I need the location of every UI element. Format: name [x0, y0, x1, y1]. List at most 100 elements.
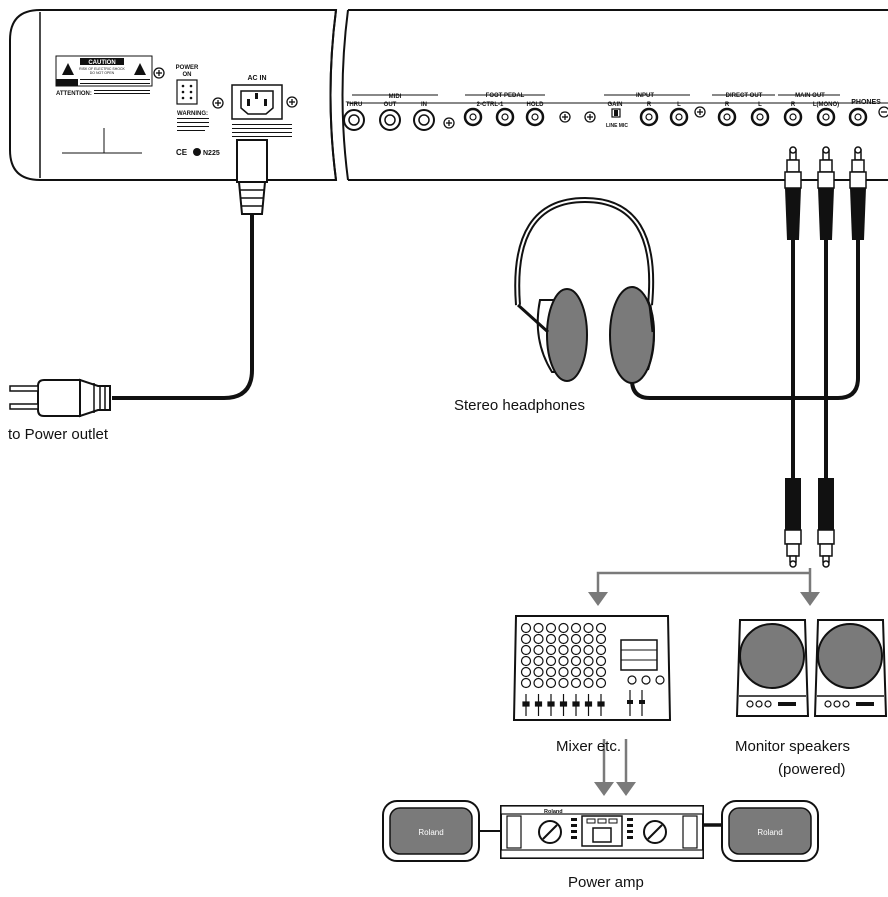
power-switch: POWER ON WARNING: CE N225: [176, 65, 224, 157]
foot-pedal-label: FOOT PEDAL: [486, 93, 525, 99]
mixer-fader-knob: [572, 701, 580, 707]
mixer-knob: [570, 644, 582, 656]
input-r-label: R: [647, 102, 652, 108]
mixer-knob: [520, 655, 532, 667]
midi-thru-label: THRU: [346, 102, 363, 108]
power-label-1: POWER: [176, 65, 199, 71]
mixer-knob: [545, 677, 557, 689]
mixer-knob: [545, 666, 557, 678]
mixer-fader-knob: [522, 701, 530, 707]
mixer-fader-knob: [547, 701, 555, 707]
mixer-knob: [533, 655, 544, 667]
mixer-knob: [558, 677, 569, 689]
ce-mark: CE: [176, 148, 188, 157]
power-outlet-label: to Power outlet: [8, 426, 109, 443]
mixer-knob: [520, 633, 532, 645]
caution-line2: DO NOT OPEN: [90, 71, 115, 75]
foot-hold-label: HOLD: [527, 102, 545, 108]
mixer-knob: [520, 666, 532, 678]
midi-in-label: IN: [421, 102, 427, 108]
mixer-knob: [558, 655, 569, 667]
midi-label: MIDI: [389, 94, 402, 100]
midi-out-label: OUT: [384, 102, 397, 108]
power-cord: [9, 139, 268, 418]
gain-label: GAIN: [608, 102, 623, 108]
mixer-knob: [595, 622, 607, 634]
caution-label: CAUTION RISK OF ELECTRIC SHOCK DO NOT OP…: [55, 55, 165, 154]
monitor-speaker-right: [813, 619, 888, 717]
mixer-fader-knob: [534, 701, 543, 707]
mixer-illustration: [512, 615, 672, 721]
mixer-knob: [583, 677, 594, 689]
mixer-knob: [533, 666, 544, 678]
attention-text: ATTENTION:: [56, 91, 92, 97]
mixer-knob: [570, 655, 582, 667]
headphones-label: Stereo headphones: [454, 397, 585, 414]
mixer-knob: [595, 655, 607, 667]
foot-pedal-jacks: FOOT PEDAL 2-CTRL-1 HOLD: [463, 93, 571, 127]
monitor-speakers-sublabel: (powered): [778, 761, 846, 778]
mixer-knob: [533, 622, 544, 634]
mixer-knob: [570, 677, 582, 689]
warning-text: WARNING:: [177, 111, 208, 117]
roland-logo-right: Roland: [757, 828, 782, 837]
n225-mark: N225: [203, 150, 220, 157]
power-label-2: ON: [183, 72, 192, 78]
line-mic-label: LINE MIC: [606, 123, 628, 129]
mixer-fader-knob: [584, 701, 593, 707]
mixer-knob: [558, 644, 569, 656]
mixer-knob: [545, 633, 557, 645]
monitor-speakers: [735, 619, 888, 717]
rear-panel: [9, 9, 888, 181]
direct-out-label: DIRECT OUT: [726, 93, 763, 99]
mixer-knob: [570, 666, 582, 678]
mixer-knob: [595, 666, 607, 678]
mixer-knob: [545, 655, 557, 667]
monitor-speaker-left: [735, 619, 810, 717]
mixer-knob: [520, 644, 532, 656]
roland-logo-left: Roland: [418, 828, 443, 837]
arrow-heads: [588, 592, 820, 796]
caution-line1: RISK OF ELECTRIC SHOCK: [79, 67, 125, 71]
caution-title: CAUTION: [88, 60, 115, 66]
phones-label: PHONES: [851, 99, 881, 106]
mixer-knob: [570, 633, 582, 645]
input-jacks: INPUT GAIN R L LINE MIC: [584, 93, 706, 129]
power-amp-label: Power amp: [568, 874, 644, 891]
mixer-knob: [533, 633, 544, 645]
main-l-label: L(MONO): [813, 102, 839, 108]
midi-jacks: MIDI THRU OUT IN: [343, 94, 455, 131]
direct-l-label: L: [758, 102, 762, 108]
ac-in-label: AC IN: [247, 75, 266, 82]
mixer-knob: [545, 644, 557, 656]
mixer-knob: [533, 677, 544, 689]
main-out-jacks: MAIN OUT R L(MONO) PHONES: [778, 93, 888, 127]
roland-logo-amp: Roland: [544, 809, 563, 815]
main-r-label: R: [791, 102, 796, 108]
mixer-knob: [520, 622, 532, 634]
bottom-plugs: [784, 478, 835, 568]
routing-arrows: [596, 568, 812, 786]
foot-ctrl-label: 2-CTRL-1: [477, 102, 504, 108]
main-out-label: MAIN OUT: [795, 93, 825, 99]
mixer-knob: [520, 677, 532, 689]
mixer-knob: [558, 666, 569, 678]
mixer-knob: [583, 666, 594, 678]
mixer-knob: [533, 644, 544, 656]
input-l-label: L: [677, 102, 681, 108]
direct-r-label: R: [725, 102, 730, 108]
monitor-speakers-label: Monitor speakers: [735, 738, 851, 755]
mixer-fader-knob: [559, 701, 568, 707]
mixer-knob: [558, 633, 569, 645]
mixer-label: Mixer etc.: [556, 738, 622, 755]
mixer-knob: [583, 622, 594, 634]
headphones-illustration: [514, 196, 655, 384]
mixer-fader-knob: [597, 701, 605, 707]
top-plugs: [630, 146, 867, 478]
mixer-knob: [558, 622, 569, 634]
ac-in-socket: AC IN: [231, 75, 298, 137]
mixer-knob: [583, 655, 594, 667]
direct-out-jacks: DIRECT OUT R L: [712, 93, 775, 127]
mixer-knob: [583, 644, 594, 656]
